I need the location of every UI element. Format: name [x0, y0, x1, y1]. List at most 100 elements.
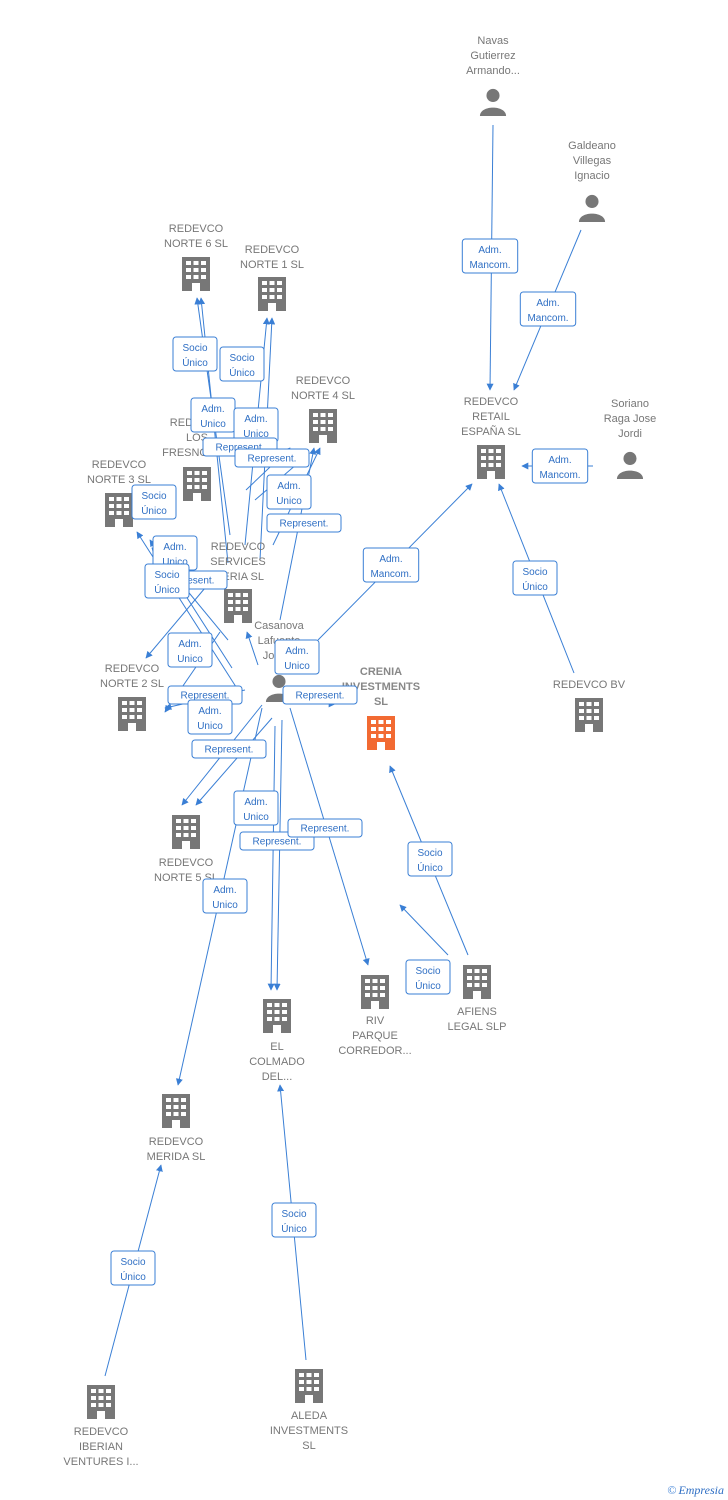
svg-text:Adm.Mancom.: Adm.Mancom.	[469, 245, 510, 271]
relation-label[interactable]: Adm.Mancom.	[531, 448, 589, 484]
building-icon	[118, 697, 146, 731]
building-icon	[182, 257, 210, 291]
person-icon	[616, 451, 644, 479]
relation-label[interactable]: Adm.Unico	[266, 474, 312, 510]
footer-brand[interactable]: ©Empresia	[667, 1483, 724, 1498]
svg-text:Adm.Mancom.: Adm.Mancom.	[370, 554, 411, 580]
relation-label[interactable]: Adm.Unico	[152, 535, 198, 571]
svg-text:Represent.: Represent.	[301, 824, 350, 835]
relation-label[interactable]: Represent.	[191, 739, 267, 759]
copyright-icon: ©	[667, 1483, 677, 1497]
svg-text:Adm.Unico: Adm.Unico	[243, 414, 269, 440]
building-icon	[263, 999, 291, 1033]
svg-text:Represent.: Represent.	[205, 745, 254, 756]
brand-logo: Empresia	[678, 1483, 724, 1497]
relation-label[interactable]: Adm.Unico	[274, 639, 320, 675]
svg-text:Adm.Unico: Adm.Unico	[284, 646, 310, 672]
svg-text:Adm.Unico: Adm.Unico	[243, 797, 269, 823]
building-icon	[309, 409, 337, 443]
building-icon	[162, 1094, 190, 1128]
svg-text:Adm.Mancom.: Adm.Mancom.	[527, 298, 568, 324]
relation-label[interactable]: Represent.	[282, 685, 358, 705]
relation-label[interactable]: Adm.Unico	[202, 878, 248, 914]
svg-text:Adm.Mancom.: Adm.Mancom.	[539, 455, 580, 481]
svg-text:Represent.: Represent.	[253, 837, 302, 848]
building-icon	[258, 277, 286, 311]
relation-label[interactable]: Adm.Unico	[233, 790, 279, 826]
building-icon	[367, 716, 395, 750]
edge-afiens-to-riv	[399, 904, 449, 956]
relation-label[interactable]: Adm.Mancom.	[461, 238, 519, 274]
svg-text:Represent.: Represent.	[280, 519, 329, 530]
svg-text:Adm.Unico: Adm.Unico	[177, 639, 203, 665]
relation-label[interactable]: Represent.	[266, 513, 342, 533]
person-icon	[479, 88, 507, 116]
edge-casanova-to-norte2	[145, 587, 206, 659]
svg-text:Adm.Unico: Adm.Unico	[197, 706, 223, 732]
relation-label[interactable]: Adm.Unico	[190, 397, 236, 433]
relation-label[interactable]: Adm.Unico	[187, 699, 233, 735]
building-icon	[463, 965, 491, 999]
building-icon	[477, 445, 505, 479]
svg-text:Adm.Unico: Adm.Unico	[162, 542, 188, 568]
relation-label[interactable]: Represent.	[234, 448, 310, 468]
relation-label[interactable]: Represent.	[287, 818, 363, 838]
svg-text:Adm.Unico: Adm.Unico	[276, 481, 302, 507]
relation-label[interactable]: Adm.Mancom.	[362, 547, 420, 583]
relation-label[interactable]: Adm.Mancom.	[519, 291, 577, 327]
relation-label[interactable]: Adm.Unico	[233, 407, 279, 443]
relation-label[interactable]: Adm.Unico	[167, 632, 213, 668]
svg-text:Represent.: Represent.	[296, 691, 345, 702]
node-bv[interactable]: REDEVCO BV	[553, 679, 626, 732]
edge-casanova-to-norte5	[195, 717, 273, 806]
